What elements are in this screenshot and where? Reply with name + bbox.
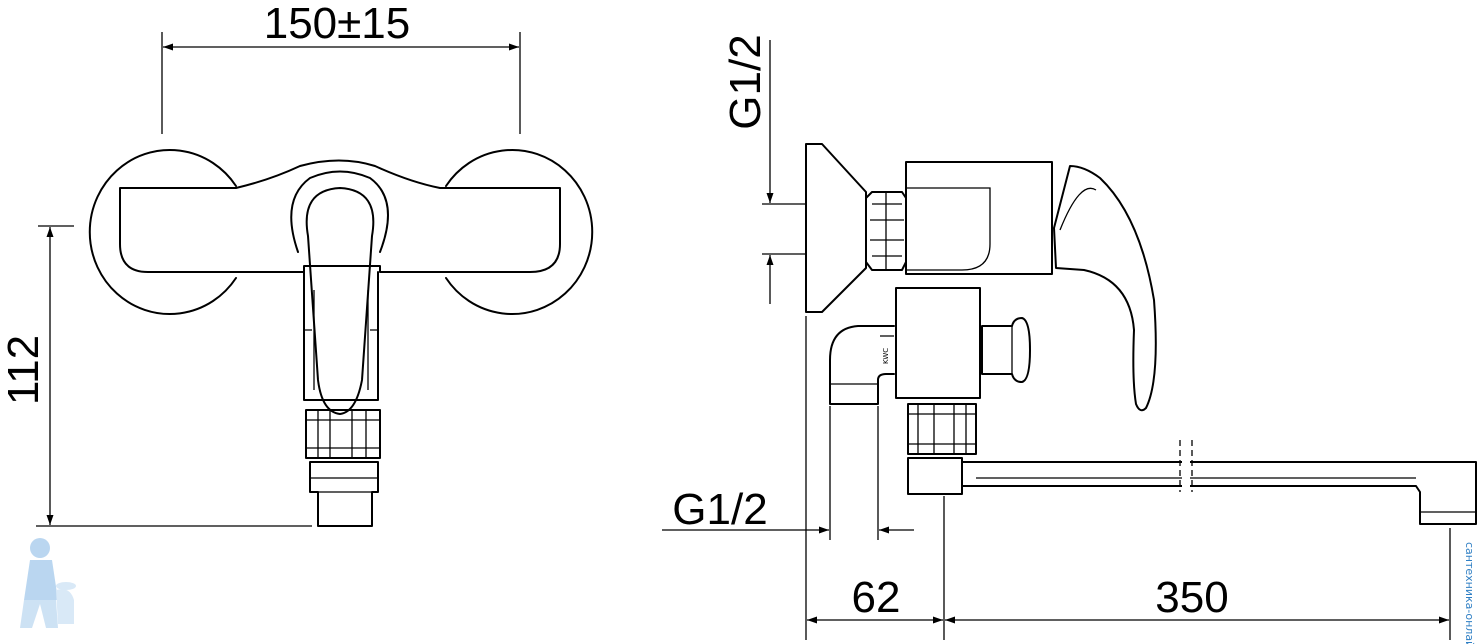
cartridge-cap bbox=[290, 170, 389, 253]
watermark-site-text: сантехника-онлайн.рф bbox=[1463, 542, 1476, 644]
spout-break-mark bbox=[1179, 440, 1193, 492]
inlet-top-dimension-label: G1/2 bbox=[721, 34, 770, 129]
diverter-block bbox=[895, 287, 981, 399]
mixer-body bbox=[119, 159, 561, 273]
spacing-dimension-label: 150±15 bbox=[264, 0, 411, 48]
swivel-spout bbox=[961, 461, 1477, 525]
spout-stub bbox=[309, 461, 379, 527]
lever-handle bbox=[305, 187, 375, 415]
left-rosette bbox=[88, 149, 237, 315]
plumber-mascot-icon bbox=[20, 538, 76, 628]
wall-rosette bbox=[805, 143, 867, 313]
spout-nut-side bbox=[907, 403, 977, 455]
svg-text:KWC: KWC bbox=[882, 348, 890, 364]
inlet-bottom-dimension-label: G1/2 bbox=[672, 485, 767, 534]
inlet-elbow bbox=[829, 325, 895, 405]
spout-length-dimension-label: 350 bbox=[1155, 573, 1228, 622]
side-view: KWC G1/2 G1/2 62 35 bbox=[662, 34, 1477, 640]
lever-side bbox=[1053, 165, 1157, 412]
mixer-body-side bbox=[905, 161, 1053, 275]
spout-collar bbox=[907, 457, 963, 495]
right-rosette bbox=[445, 149, 594, 315]
diverter-column bbox=[303, 271, 379, 401]
spout-nut bbox=[305, 409, 381, 459]
diverter-knob bbox=[981, 317, 1031, 383]
height-dimension-label: 112 bbox=[0, 335, 48, 405]
depth-dimension-label: 62 bbox=[852, 573, 901, 622]
front-view: 150±15 112 bbox=[0, 0, 594, 527]
